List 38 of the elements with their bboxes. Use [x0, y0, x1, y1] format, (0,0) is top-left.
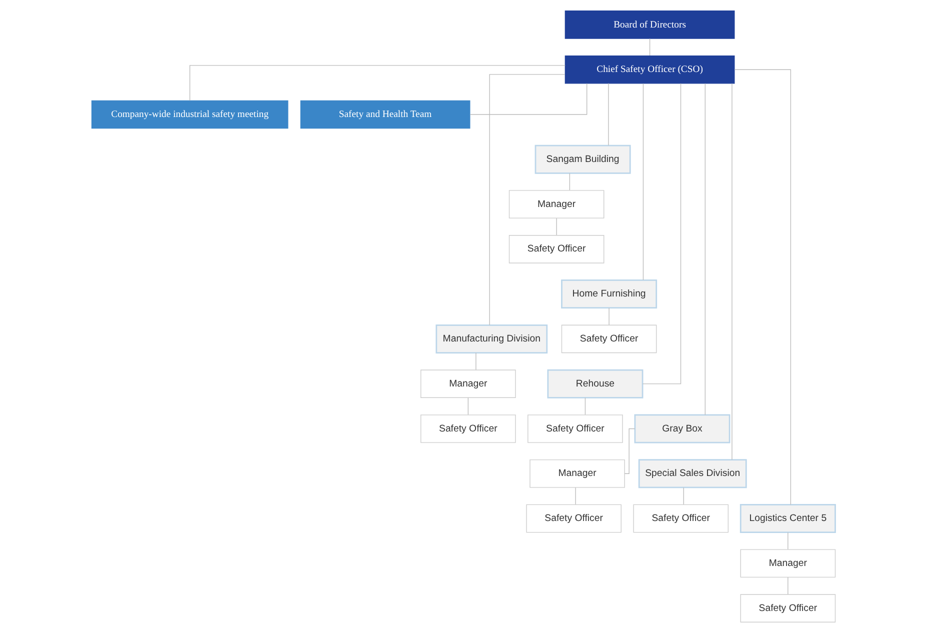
connector	[489, 74, 566, 326]
connector	[569, 173, 570, 191]
node-box: Logistics Center 5	[740, 504, 836, 534]
node-box: Manufacturing Division	[436, 324, 548, 354]
node-box: Manager	[740, 549, 836, 578]
node-box: Safety Officer	[420, 414, 516, 443]
node-box: Manager	[508, 190, 604, 218]
node-box: Gray Box	[634, 414, 730, 444]
connector	[642, 83, 644, 280]
connector	[470, 83, 588, 115]
connector	[608, 83, 609, 146]
node-box: Safety Officer	[528, 414, 623, 443]
node-box: Company-wide industrial safety meeting	[91, 100, 288, 129]
connector	[190, 65, 566, 101]
connector	[642, 83, 682, 384]
connector	[683, 487, 684, 505]
node-box: Safety Officer	[526, 504, 622, 533]
node-box: Safety Officer	[740, 594, 836, 622]
node-box: Safety Officer	[633, 504, 729, 533]
node-box: Sangam Building	[534, 144, 631, 174]
connector	[556, 218, 557, 236]
node-box: Manager	[420, 370, 516, 398]
node-box: Safety Officer	[508, 235, 604, 264]
connector	[584, 397, 586, 415]
connector	[649, 38, 650, 56]
node-box: Home Furnishing	[561, 280, 658, 309]
connector	[575, 487, 576, 505]
node-box: Chief Safety Officer (CSO)	[564, 55, 735, 84]
node-box: Board of Directors	[564, 10, 735, 39]
connector	[734, 69, 792, 505]
connector	[608, 308, 610, 326]
connector	[704, 83, 706, 416]
node-box: Manager	[530, 459, 625, 488]
node-box: Rehouse	[547, 369, 644, 398]
node-box: Safety Officer	[561, 324, 657, 354]
node-box: Safety and Health Team	[300, 100, 470, 129]
node-box: Special Sales Division	[638, 459, 747, 488]
connector	[624, 428, 636, 474]
